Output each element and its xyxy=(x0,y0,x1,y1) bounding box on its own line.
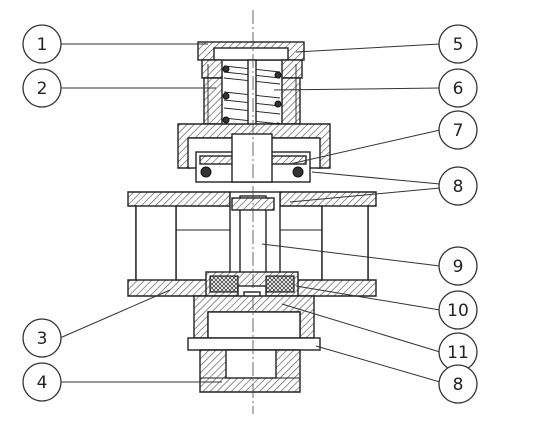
leader-10 xyxy=(295,285,441,311)
callout-label: 4 xyxy=(37,373,48,393)
callout-label: 7 xyxy=(453,121,464,141)
valve-body xyxy=(127,10,377,414)
callout-7: 7 xyxy=(438,110,478,150)
callout-6: 6 xyxy=(438,68,478,108)
leader-8a xyxy=(311,171,441,185)
leader-5 xyxy=(295,43,441,53)
callout-label: 9 xyxy=(453,257,464,277)
leader-11 xyxy=(281,303,441,353)
callout-label: 6 xyxy=(453,79,464,99)
leader-8c xyxy=(315,345,441,383)
leader-6 xyxy=(273,87,441,91)
callout-label: 10 xyxy=(447,301,469,321)
callout-4: 4 xyxy=(22,362,62,402)
leader-7 xyxy=(289,129,441,165)
callout-5: 5 xyxy=(438,24,478,64)
leader-8b xyxy=(289,187,441,203)
adjusting-cap xyxy=(197,41,305,79)
callout-label: 3 xyxy=(37,329,48,349)
callout-label: 5 xyxy=(453,35,464,55)
callout-label: 8 xyxy=(453,177,464,197)
callout-label: 8 xyxy=(453,375,464,395)
callout-label: 1 xyxy=(37,35,48,55)
callout-label: 11 xyxy=(447,343,469,363)
callout-2: 2 xyxy=(22,68,62,108)
callout-10: 10 xyxy=(438,290,478,330)
leader-3 xyxy=(59,289,171,339)
callout-label: 2 xyxy=(37,79,48,99)
leader-9 xyxy=(261,243,441,267)
callout-8-upper: 8 xyxy=(438,166,478,206)
callout-1: 1 xyxy=(22,24,62,64)
callout-8-lower: 8 xyxy=(438,364,478,404)
callout-9: 9 xyxy=(438,246,478,286)
leader-lines xyxy=(59,43,441,383)
callout-3: 3 xyxy=(22,318,62,358)
bottom-plug xyxy=(187,337,321,393)
callout-11: 11 xyxy=(438,332,478,372)
